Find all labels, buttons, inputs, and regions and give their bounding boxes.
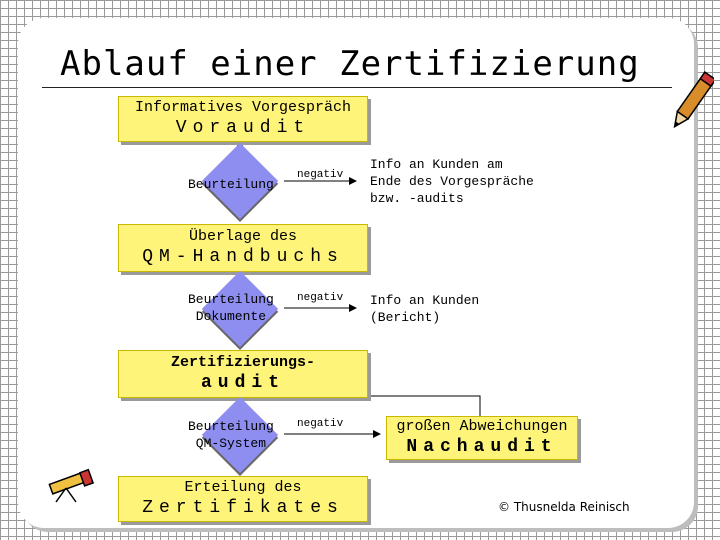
step1-line2: Voraudit — [175, 118, 311, 138]
decision3-label: Beurteilung QM-System — [188, 419, 274, 451]
decision2-branch-label: negativ — [297, 292, 344, 304]
step4-line1: großen Abweichungen — [396, 418, 568, 435]
step1-line1: Informatives Vorgespräch — [134, 99, 352, 116]
step2-line1: Überlage des — [188, 228, 298, 245]
decision3-branch-label: negativ — [297, 418, 344, 430]
step-nachaudit-box: großen Abweichungen Nachaudit — [386, 416, 578, 460]
title-underline — [42, 87, 672, 88]
info2-text: Info an Kunden (Bericht) — [370, 293, 480, 325]
decision2-label: Beurteilung Dokumente — [188, 292, 274, 324]
step4-line2: Nachaudit — [406, 437, 558, 457]
feedback-step4-step3 — [366, 395, 481, 416]
decision1-branch-label: negativ — [297, 169, 344, 181]
copyright-note: © Thusnelda Reinisch — [498, 500, 630, 514]
step-zertifikat-box: Erteilung des Zertifikates — [118, 476, 368, 522]
page-title: Ablauf einer Zertifizierung — [60, 44, 640, 84]
step-qm-handbuch-box: Überlage des QM-Handbuchs — [118, 224, 368, 272]
step-zertifizierungsaudit-box: Zertifizierungs- audit — [118, 350, 368, 398]
decision1-label: Beurteilung — [188, 177, 274, 192]
step5-line1: Erteilung des — [184, 479, 302, 496]
step-voraudit-box: Informatives Vorgespräch Voraudit — [118, 96, 368, 142]
step3-line1: Zertifizierungs- — [170, 354, 316, 371]
step2-line2: QM-Handbuchs — [142, 247, 344, 267]
info1-text: Info an Kunden am Ende des Vorgespräche … — [370, 157, 534, 206]
telescope-icon — [48, 468, 95, 503]
step5-line2: Zertifikates — [142, 498, 344, 518]
pencil-icon — [673, 71, 714, 129]
step3-line2: audit — [200, 373, 285, 393]
